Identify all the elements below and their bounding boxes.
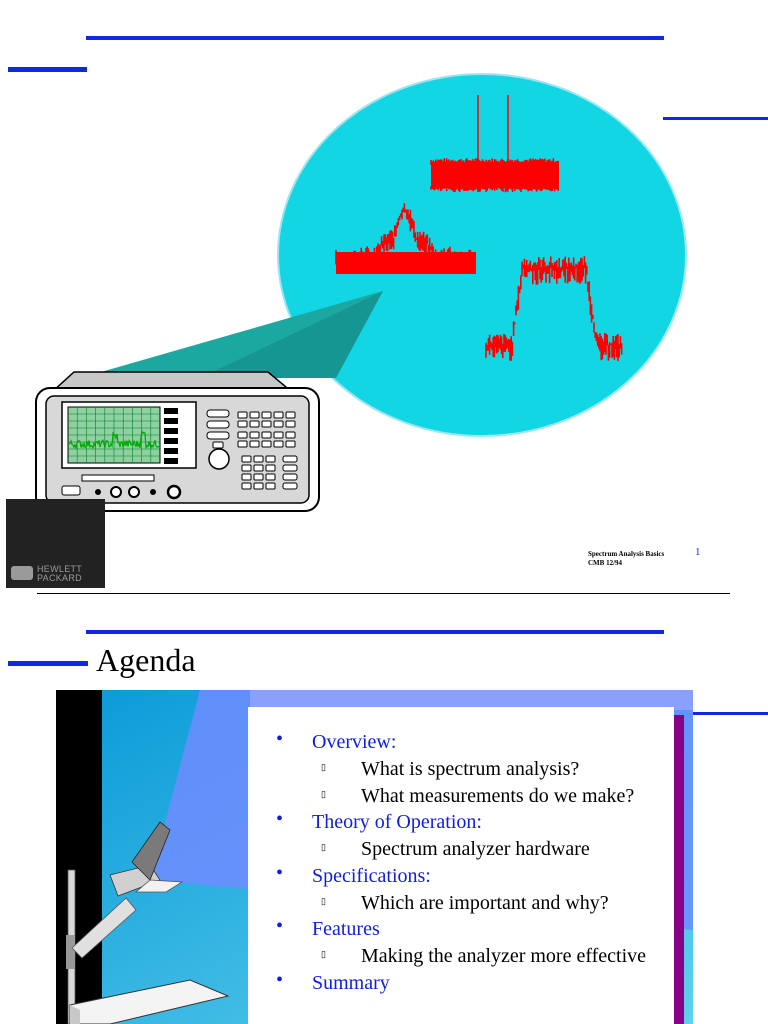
analyzer-key	[249, 411, 260, 419]
analyzer-key	[237, 431, 248, 439]
analyzer-key	[265, 482, 276, 490]
analyzer-key	[241, 464, 252, 472]
sub-bullet: ▯	[321, 762, 326, 772]
analyzer-key	[261, 431, 272, 439]
bullet-dot: •	[276, 862, 284, 884]
agenda-subitem: Which are important and why?	[361, 892, 609, 914]
analyzer-key	[285, 411, 296, 419]
analyzer-key	[253, 455, 264, 463]
analyzer-key	[261, 420, 272, 428]
analyzer-key	[241, 482, 252, 490]
analyzer-key	[249, 420, 260, 428]
analyzer-key	[206, 431, 230, 440]
analyzer-key	[253, 473, 264, 481]
footer-date: CMB 12/94	[588, 559, 623, 567]
bullet-dot: •	[276, 915, 284, 937]
analyzer-key	[273, 411, 284, 419]
projection-illustration	[56, 690, 693, 1024]
agenda-item-features: Features	[312, 918, 380, 940]
modulated-fill	[336, 252, 476, 274]
analyzer-key	[261, 411, 272, 419]
left-accent-line	[8, 67, 87, 72]
analyzer-key	[273, 431, 284, 439]
analyzer-key	[273, 440, 284, 448]
noise-edge-top	[430, 158, 559, 168]
slide-2: Agenda • Overview:	[0, 600, 768, 1024]
agenda-item-specifications: Specifications:	[312, 865, 431, 887]
agenda-item-theory: Theory of Operation:	[312, 811, 482, 833]
bullet-dot: •	[276, 728, 284, 750]
slide-divider	[37, 593, 730, 594]
hp-logo-line2: PACKARD	[37, 573, 82, 583]
sub-bullet: ▯	[321, 789, 326, 799]
analyzer-key	[285, 420, 296, 428]
slide-1: HEWLETT PACKARD Spectrum Analysis Basics…	[6, 36, 768, 594]
right-accent-line	[690, 712, 768, 715]
analyzer-key	[237, 411, 248, 419]
analyzer-key	[253, 482, 264, 490]
page-number: 1	[695, 546, 701, 558]
hp-logo-line1: HEWLETT	[37, 564, 83, 574]
agenda-subitem: Making the analyzer more effective	[361, 945, 647, 967]
right-accent-line	[663, 117, 768, 120]
slide-title: Agenda	[96, 642, 196, 678]
analyzer-key	[237, 440, 248, 448]
wideband-spectrum	[485, 256, 623, 362]
spectrum-bubble	[277, 73, 687, 437]
analyzer-key	[273, 420, 284, 428]
sub-bullet: ▯	[321, 842, 326, 852]
bullet-dot: •	[276, 969, 284, 991]
analyzer-key	[285, 431, 296, 439]
analyzer-key	[249, 440, 260, 448]
sub-bullet: ▯	[321, 949, 326, 959]
analyzer-key	[282, 464, 298, 472]
agenda-item-summary: Summary	[312, 972, 390, 994]
analyzer-key	[261, 440, 272, 448]
analyzer-key	[265, 455, 276, 463]
agenda-subitem: What measurements do we make?	[361, 785, 635, 807]
analyzer-key	[282, 455, 298, 463]
bullet-dot: •	[276, 808, 284, 830]
analyzer-key	[282, 473, 298, 481]
analyzer-key	[206, 420, 230, 429]
spectrum-analyzer-icon	[35, 371, 320, 512]
hp-logo: HEWLETT PACKARD	[6, 499, 105, 588]
agenda-item-overview: Overview:	[312, 731, 397, 753]
left-accent-line	[8, 661, 88, 666]
agenda-subitem: Spectrum analyzer hardware	[361, 838, 590, 860]
analyzer-key	[237, 420, 248, 428]
analyzer-key	[282, 482, 298, 490]
analyzer-key	[285, 440, 296, 448]
agenda-subitem: What is spectrum analysis?	[361, 758, 580, 780]
sub-bullet: ▯	[321, 896, 326, 906]
analyzer-key	[206, 409, 230, 418]
footer-title: Spectrum Analysis Basics	[588, 550, 665, 558]
spectrum-illustration	[35, 73, 687, 512]
top-accent-line	[86, 630, 664, 634]
signal-traces	[335, 95, 623, 362]
analyzer-key	[265, 473, 276, 481]
top-accent-line	[86, 36, 664, 40]
analyzer-key	[212, 441, 224, 449]
noise-edge-bottom	[430, 185, 559, 193]
analyzer-key	[253, 464, 264, 472]
hp-mark-icon	[11, 566, 33, 580]
analyzer-key	[241, 455, 252, 463]
analyzer-key	[249, 431, 260, 439]
analyzer-key	[241, 473, 252, 481]
overhead-projector-icon	[66, 821, 230, 1024]
analyzer-key	[265, 464, 276, 472]
